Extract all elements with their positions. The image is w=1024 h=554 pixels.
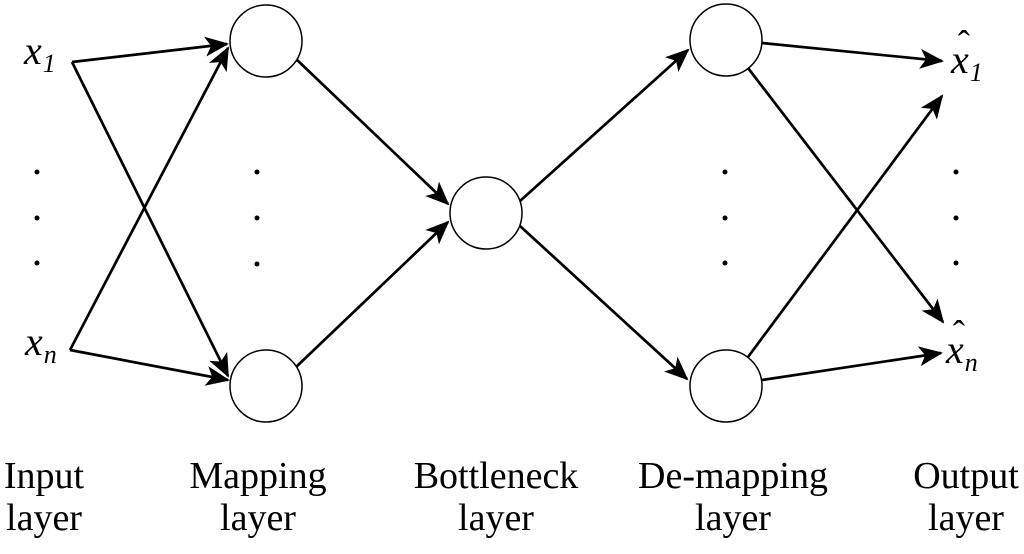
ellipsis-dots [34, 169, 959, 267]
variable-subscript: n [964, 348, 978, 377]
hat-accent: ˆ [957, 23, 970, 63]
ellipsis-dot-col1 [254, 169, 260, 175]
ellipsis-dot-col2 [722, 260, 728, 266]
layer-label-line1: Bottleneck [413, 455, 579, 497]
connection-arrow-xn-to-mapping-top [68, 46, 230, 351]
layer-label-demapping: De-mapping layer [613, 455, 853, 539]
neuron-node-mapping-top [229, 4, 303, 78]
variable-subscript: 1 [969, 58, 983, 87]
neuron-node-demapping-bottom [689, 349, 763, 423]
layer-label-line2: layer [6, 497, 82, 539]
ellipsis-dot-col1 [254, 261, 260, 267]
ellipsis-dot-col2 [722, 215, 728, 221]
ellipsis-dot-col3 [953, 169, 959, 175]
layer-label-line1: Input [3, 455, 85, 497]
neuron-node-mapping-bottom [229, 349, 303, 423]
neuron-node-bottleneck [449, 176, 523, 250]
connections [68, 36, 945, 386]
connection-arrow-bottleneck-to-demapping-top [519, 48, 690, 203]
connection-arrow-demapping-top-to-xhat1 [761, 41, 944, 69]
ellipsis-dot-col0 [34, 260, 40, 266]
variable-base: x [24, 31, 42, 71]
connection-arrow-xn-to-mapping-bottom [69, 348, 230, 386]
layer-label-bottleneck: Bottleneck layer [376, 455, 616, 539]
ellipsis-dot-col0 [34, 169, 40, 175]
layer-label-output: Output layer [846, 455, 1024, 539]
ellipsis-dot-col3 [953, 215, 959, 221]
layer-label-line1: De-mapping [638, 455, 828, 497]
ellipsis-dot-col2 [722, 169, 728, 175]
layer-label-line2: layer [220, 497, 296, 539]
hat-accent: ˆ [952, 313, 965, 353]
layer-label-line2: layer [695, 497, 771, 539]
connection-arrow-bottleneck-to-demapping-bottom [519, 225, 689, 381]
variable-letter: x [951, 37, 969, 82]
variable-subscript: 1 [42, 49, 56, 78]
connection-arrow-demapping-top-to-xhatn [746, 67, 945, 324]
layer-label-mapping: Mapping layer [138, 455, 378, 539]
variable-letter: x [25, 319, 43, 364]
connection-arrow-demapping-bottom-to-xhat1 [746, 94, 944, 358]
neuron-node-demapping-top [689, 3, 763, 77]
ellipsis-dot-col0 [34, 215, 40, 221]
connection-arrow-mapping-bottom-to-bottleneck [294, 220, 450, 369]
variable-letter: x [946, 327, 964, 372]
ellipsis-dot-col1 [254, 215, 260, 221]
variable-subscript: n [43, 340, 57, 369]
layer-label-line2: layer [928, 497, 1004, 539]
variable-base: x [25, 322, 43, 362]
connection-arrow-mapping-top-to-bottleneck [294, 57, 450, 206]
layer-label-line1: Output [913, 455, 1019, 497]
connection-arrow-x1-to-mapping-bottom [70, 61, 230, 378]
layer-label-line1: Mapping [189, 455, 327, 497]
layer-label-line2: layer [458, 497, 534, 539]
variable-letter: x [24, 28, 42, 73]
connection-arrow-demapping-bottom-to-xhatn [761, 346, 943, 382]
connection-arrow-x1-to-mapping-top [71, 36, 229, 64]
neurons [229, 3, 763, 423]
ellipsis-dot-col3 [953, 260, 959, 266]
layer-label-input: Input layer [0, 455, 164, 539]
